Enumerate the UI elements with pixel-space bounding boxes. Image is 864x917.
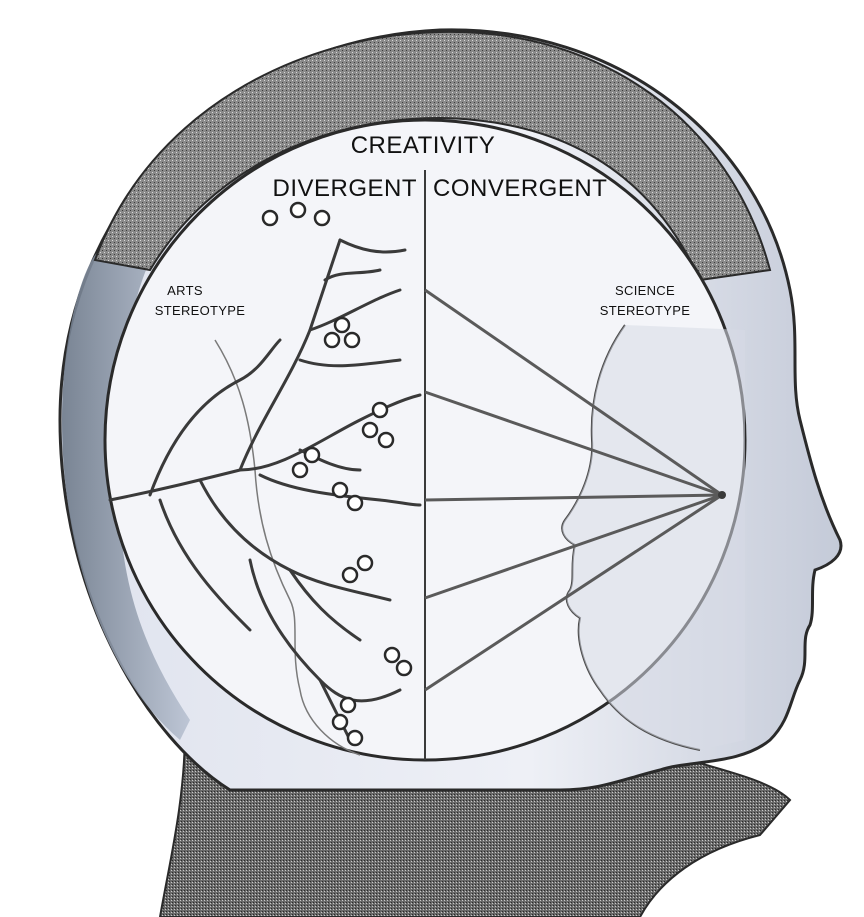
berry [373, 403, 387, 417]
berry [333, 483, 347, 497]
berry [335, 318, 349, 332]
berry [263, 211, 277, 225]
berry [305, 448, 319, 462]
berry [291, 203, 305, 217]
berry [343, 568, 357, 582]
berry [315, 211, 329, 225]
berry [385, 648, 399, 662]
berry [379, 433, 393, 447]
heading-divergent: DIVERGENT [272, 175, 417, 202]
berry [358, 556, 372, 570]
science-label-line1: SCIENCE [615, 283, 675, 298]
berry [348, 731, 362, 745]
berry [293, 463, 307, 477]
berry [333, 715, 347, 729]
heading-convergent: CONVERGENT [433, 175, 607, 202]
berry [325, 333, 339, 347]
berry [363, 423, 377, 437]
berry [345, 333, 359, 347]
berry [397, 661, 411, 675]
science-label-line2: STEREOTYPE [600, 303, 690, 318]
convergence-eye-point [718, 491, 726, 499]
berry [348, 496, 362, 510]
title-creativity: CREATIVITY [351, 132, 496, 159]
arts-label-line2: STEREOTYPE [155, 303, 245, 318]
arts-label-line1: ARTS [167, 283, 203, 298]
berry [341, 698, 355, 712]
